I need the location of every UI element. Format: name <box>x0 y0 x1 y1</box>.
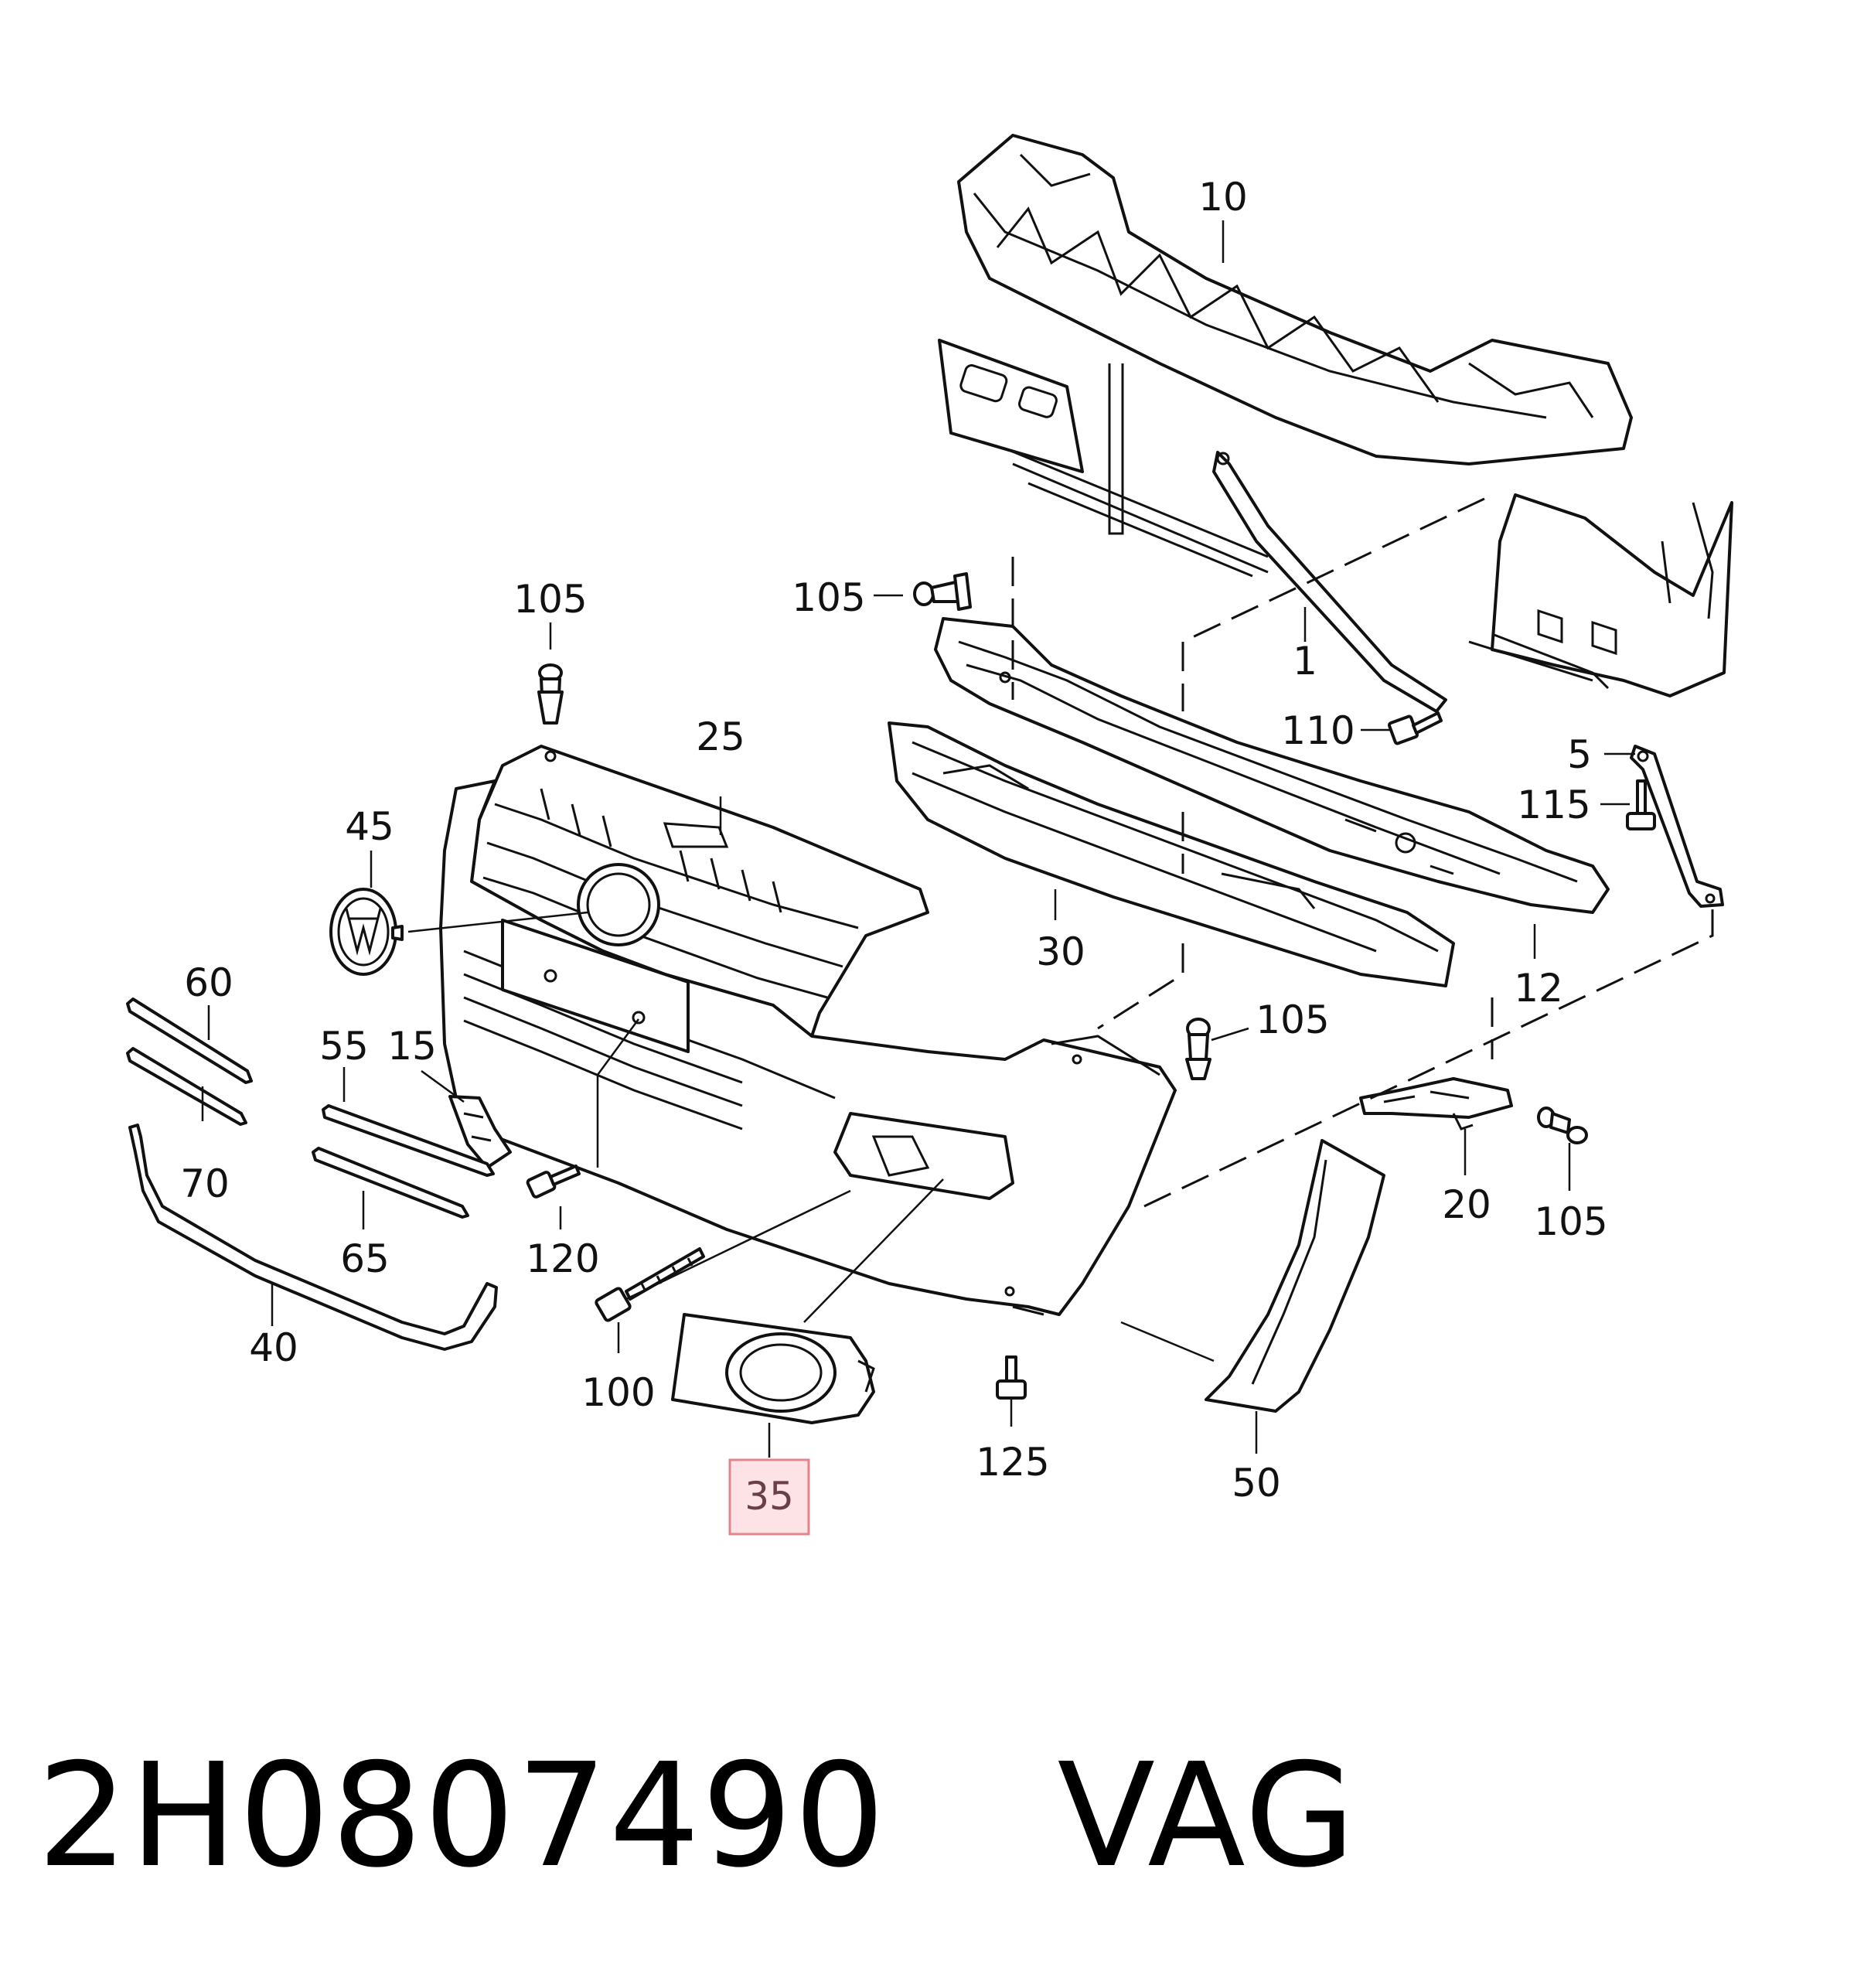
callout-5: 5 <box>1567 732 1592 777</box>
callout-105-right: 105 <box>1534 1199 1607 1244</box>
callout-70: 70 <box>180 1161 230 1206</box>
callout-20: 20 <box>1442 1182 1491 1227</box>
part-100-bolt <box>595 1247 705 1322</box>
callout-115: 115 <box>1517 783 1590 827</box>
callout-50: 50 <box>1232 1461 1281 1505</box>
callout-105-grille: 105 <box>513 577 587 622</box>
right-side-apron <box>1468 493 1733 697</box>
bumper-cover <box>439 779 1177 1316</box>
part-30-lower-carrier <box>888 721 1455 987</box>
callout-10: 10 <box>1198 175 1248 220</box>
part-120-screw <box>526 1164 581 1199</box>
callout-1: 1 <box>1293 639 1317 684</box>
highlight-box-35 <box>728 1458 810 1536</box>
callout-15: 15 <box>387 1024 437 1069</box>
part-105-clip-right <box>1537 1107 1588 1144</box>
part-60-strip <box>126 997 253 1084</box>
callout-105-upper: 105 <box>792 575 865 620</box>
part-105-clip-grille <box>537 663 564 725</box>
callout-60: 60 <box>184 960 233 1005</box>
part-number: 2H0807490 <box>37 1732 887 1899</box>
callout-labels: 10 1 105 110 5 115 12 30 25 105 45 60 70… <box>180 175 1608 1536</box>
callout-35: 35 <box>745 1474 794 1519</box>
part-105-clip-bumper <box>1185 1018 1211 1080</box>
part-20-guide <box>1359 1077 1513 1130</box>
left-support-bracket <box>938 339 1269 578</box>
part-105-clip-upper <box>913 572 972 611</box>
part-5-bracket <box>1630 745 1724 908</box>
part-15-cap <box>448 1095 512 1169</box>
callout-25: 25 <box>696 714 745 759</box>
part-50-side-trim <box>1205 1139 1385 1413</box>
part-35-foglamp-grille <box>671 1313 875 1424</box>
brand-name: VAG <box>1057 1732 1357 1899</box>
callout-55: 55 <box>319 1024 369 1069</box>
callout-125: 125 <box>976 1440 1049 1485</box>
part-110-bolt <box>1387 711 1443 745</box>
callout-110: 110 <box>1281 708 1355 753</box>
part-10-absorber <box>957 134 1633 465</box>
callout-120: 120 <box>526 1236 599 1281</box>
part-70-strip <box>126 1047 247 1126</box>
part-12-carrier <box>934 617 1610 914</box>
callout-30: 30 <box>1036 929 1085 974</box>
assembly-lines <box>1011 497 1714 1208</box>
part-65-strip <box>312 1147 469 1219</box>
callout-40: 40 <box>249 1325 298 1370</box>
part-125-screw <box>996 1355 1027 1400</box>
callout-100: 100 <box>581 1370 655 1415</box>
callout-105-bumper: 105 <box>1256 997 1329 1042</box>
part-40-strip <box>128 1124 498 1351</box>
part-1-strut <box>1212 451 1447 713</box>
callout-45: 45 <box>345 804 394 849</box>
part-45-emblem <box>329 888 404 976</box>
part-55-strip <box>322 1104 495 1177</box>
footer-caption: 2H0807490 VAG <box>37 1732 1357 1899</box>
callout-12: 12 <box>1514 966 1563 1011</box>
leader-lines <box>201 220 1635 1458</box>
callout-65: 65 <box>340 1236 390 1281</box>
part-115-screw <box>1626 779 1656 830</box>
